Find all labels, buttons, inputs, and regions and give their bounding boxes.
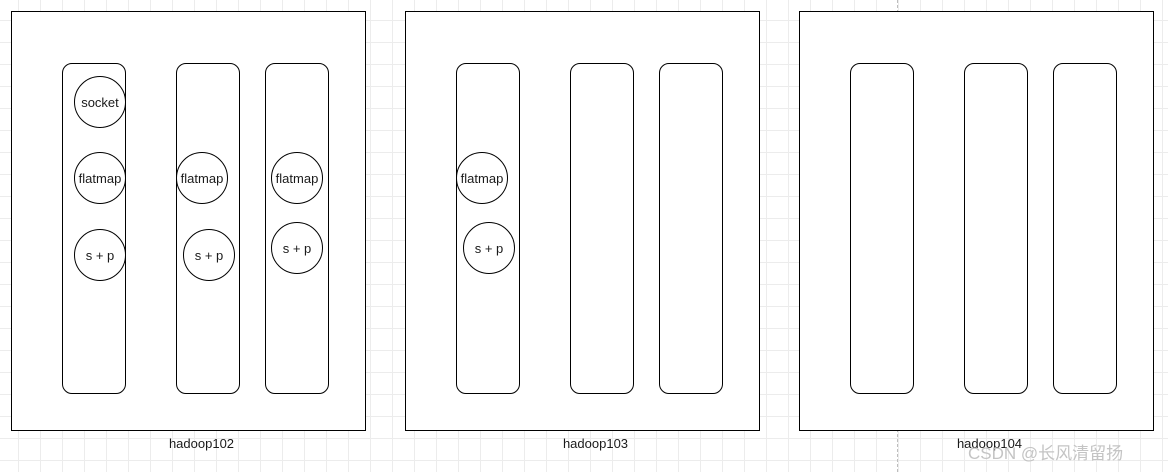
- task-slot-2[interactable]: [570, 63, 634, 394]
- task-slot-2[interactable]: [964, 63, 1028, 394]
- node-hadoop102[interactable]: socket flatmap s + p flatmap s + p flatm…: [11, 11, 366, 431]
- operator-socket[interactable]: socket: [74, 76, 126, 128]
- operator-flatmap[interactable]: flatmap: [271, 152, 323, 204]
- task-slot-3[interactable]: [1053, 63, 1117, 394]
- operator-sink-print[interactable]: s + p: [74, 229, 126, 281]
- operator-flatmap[interactable]: flatmap: [176, 152, 228, 204]
- operator-flatmap[interactable]: flatmap: [74, 152, 126, 204]
- node-label-hadoop103: hadoop103: [562, 436, 629, 451]
- node-hadoop104[interactable]: [799, 11, 1154, 431]
- node-label-hadoop104: hadoop104: [956, 436, 1023, 451]
- csdn-watermark: CSDN @长风清留扬: [968, 444, 1124, 463]
- task-slot-3[interactable]: [659, 63, 723, 394]
- operator-sink-print[interactable]: s + p: [463, 222, 515, 274]
- operator-flatmap[interactable]: flatmap: [456, 152, 508, 204]
- task-slot-3[interactable]: [265, 63, 329, 394]
- node-hadoop103[interactable]: flatmap s + p: [405, 11, 760, 431]
- operator-sink-print[interactable]: s + p: [183, 229, 235, 281]
- task-slot-1[interactable]: [850, 63, 914, 394]
- node-label-hadoop102: hadoop102: [168, 436, 235, 451]
- task-slot-2[interactable]: [176, 63, 240, 394]
- operator-sink-print[interactable]: s + p: [271, 222, 323, 274]
